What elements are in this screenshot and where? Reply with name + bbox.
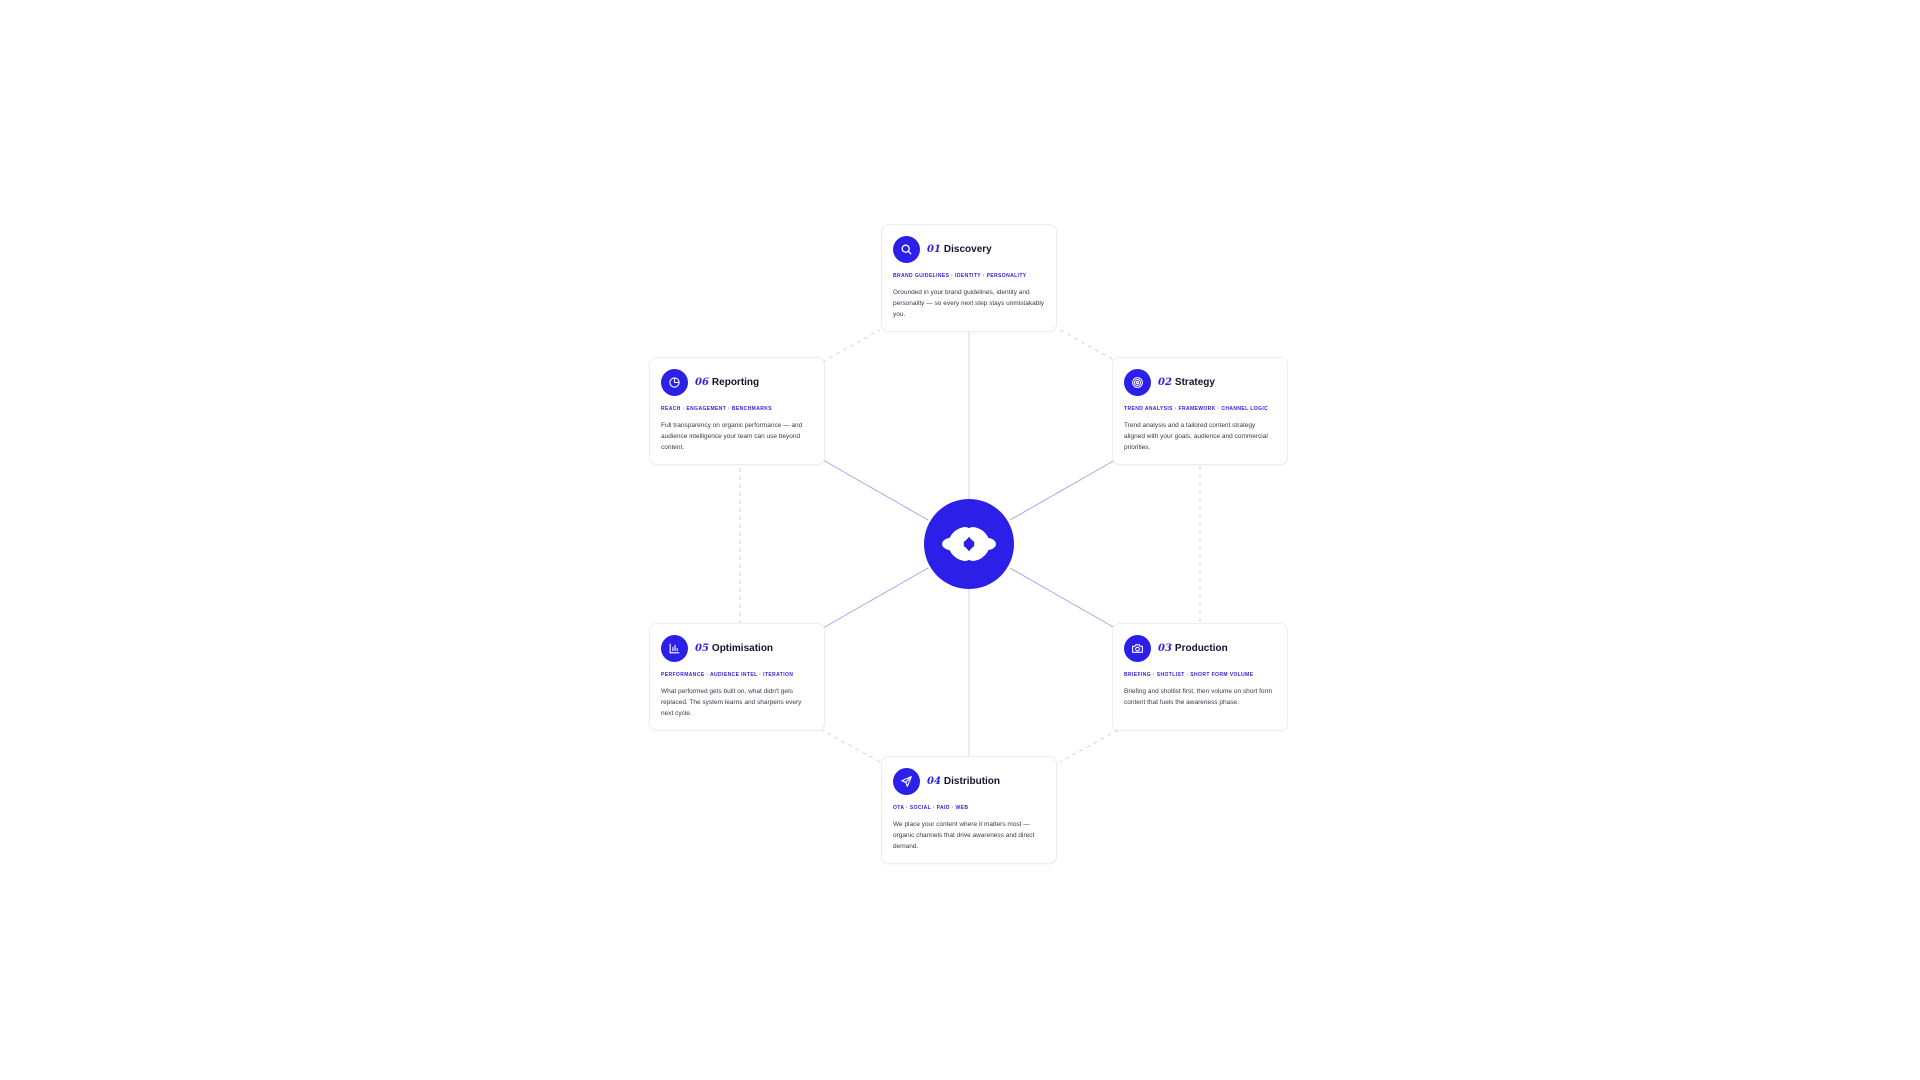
step-description: Trend analysis and a tailored content st…: [1124, 421, 1268, 451]
search-icon: [893, 236, 920, 263]
step-number: 02: [1158, 377, 1172, 388]
step-number: 06: [695, 377, 709, 388]
step-tags: REACH · ENGAGEMENT · BENCHMARKS: [661, 406, 773, 412]
step-tags: PERFORMANCE · AUDIENCE INTEL · ITERATION: [661, 672, 794, 678]
spoke-optimisation: [822, 567, 929, 629]
ring-production-distribution: [1059, 729, 1119, 763]
step-title: Distribution: [943, 776, 1001, 787]
step-description: Briefing and shotlist first, then volume…: [1124, 687, 1273, 706]
step-title: Strategy: [1174, 377, 1215, 388]
step-description: What performed gets built on, what didn'…: [661, 687, 802, 717]
step-title: Production: [1174, 643, 1228, 654]
ring-discovery-strategy: [1059, 329, 1119, 363]
step-number: 01: [927, 244, 941, 255]
step-title: Reporting: [711, 377, 760, 388]
spoke-strategy: [1009, 459, 1116, 521]
send-icon: [893, 768, 920, 795]
step-tags: BRIEFING · SHOTLIST · SHORT FORM VOLUME: [1124, 672, 1254, 678]
step-title: Optimisation: [711, 643, 774, 654]
spoke-reporting: [822, 459, 929, 521]
bar-chart-icon: [661, 635, 688, 662]
target-icon: [1124, 369, 1151, 396]
step-description: Full transparency on organic performance…: [661, 421, 803, 451]
step-tags: OTA · SOCIAL · PAID · WEB: [893, 805, 969, 811]
pie-chart-icon: [661, 369, 688, 396]
step-description: Grounded in your brand guidelines, ident…: [893, 288, 1045, 318]
step-description: We place your content where it matters m…: [893, 820, 1035, 850]
step-number: 05: [695, 643, 709, 654]
ring-distribution-optimisation: [821, 729, 881, 763]
step-number: 04: [927, 776, 941, 787]
hub-logo: [924, 499, 1014, 589]
flower-icon: [942, 527, 996, 561]
step-number: 03: [1158, 643, 1172, 654]
camera-icon: [1124, 635, 1151, 662]
step-title: Discovery: [943, 244, 992, 255]
ring-reporting-discovery: [821, 329, 881, 363]
spoke-production: [1009, 567, 1116, 629]
step-tags: TREND ANALYSIS · FRAMEWORK · CHANNEL LOG…: [1124, 406, 1269, 412]
step-tags: BRAND GUIDELINES · IDENTITY · PERSONALIT…: [893, 273, 1027, 279]
